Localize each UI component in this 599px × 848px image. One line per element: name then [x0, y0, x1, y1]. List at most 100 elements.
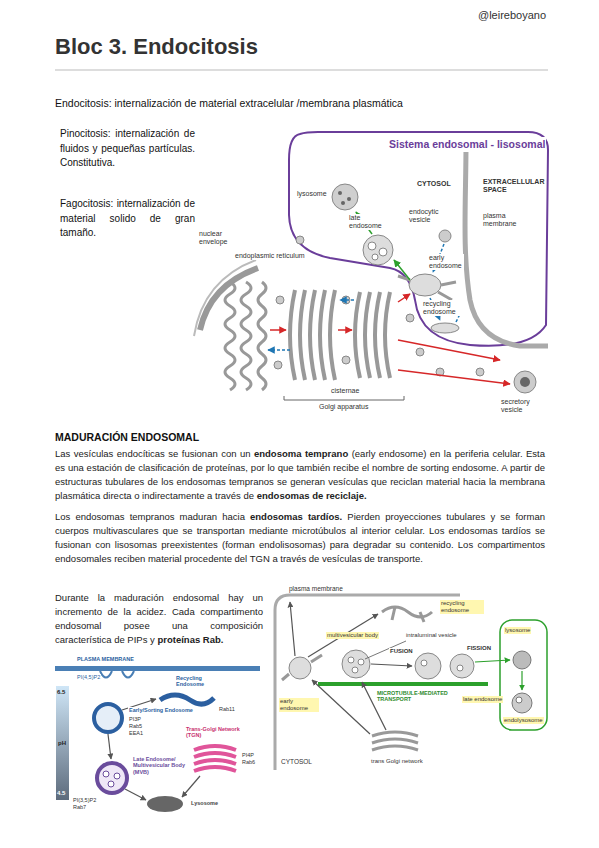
- early-endosome-drawing: [282, 655, 322, 680]
- header-rule: [55, 70, 548, 71]
- mvb-drawing: [114, 773, 120, 779]
- late-endosome-drawing: [457, 665, 463, 671]
- pathway-arrows: [338, 329, 352, 331]
- figure-label: late endosome: [462, 696, 503, 703]
- figure-label: Rab5: [128, 723, 143, 729]
- figure-label: endoplasmic reticulum: [234, 252, 306, 260]
- late-endosome-drawing: [421, 660, 427, 666]
- er-drawing: [241, 282, 251, 390]
- lysosome-drawing: [338, 191, 342, 195]
- body-text: Los endosomas tempranos maduran hacia: [55, 511, 245, 522]
- figure-label: multivesicular body: [326, 632, 379, 639]
- header-rule: [55, 70, 548, 71]
- figure-label: intraluminal vesicle: [405, 632, 458, 639]
- lysosome-region: [500, 620, 547, 730]
- lysosome-drawing: [513, 651, 531, 669]
- traffic-arrows: [371, 664, 412, 666]
- late-endosome-drawing: [368, 242, 376, 250]
- figure-label: PI3P: [128, 716, 142, 722]
- figure-label: pH: [58, 740, 66, 747]
- figure-label: MICROTUBULE-MEDIATED TRANSPORT: [376, 690, 456, 703]
- pathway-arrows: [340, 299, 354, 301]
- lysosome-drawing: [513, 651, 531, 669]
- late-endosome-drawing: [450, 654, 474, 678]
- figure-label: nuclear envelope: [198, 230, 240, 246]
- recycling-endosome-drawing: [431, 323, 459, 333]
- er-drawing: [225, 282, 235, 390]
- secretory-vesicle-drawing: [514, 371, 536, 393]
- golgi-drawing: [290, 290, 295, 380]
- figure-label: FISSION: [466, 645, 492, 652]
- golgi-bracket: [284, 396, 404, 400]
- traffic-arrows: [108, 734, 111, 759]
- recycling-endosome-drawing: [431, 323, 459, 333]
- bold-term: endosoma temprano: [254, 448, 348, 459]
- author-handle: @leireboyano: [478, 8, 546, 23]
- figure-label: PI(4,5)P2: [76, 674, 101, 680]
- figure-label: CYTOSOL: [416, 180, 452, 188]
- figure-label: Rab6: [241, 759, 256, 765]
- bold-term: endosomas de reciclaje.: [257, 490, 367, 501]
- page-title: Bloc 3. Endocitosis: [55, 34, 258, 59]
- tgn-drawing: [194, 746, 236, 750]
- recycling-endosome-drawing: [382, 607, 432, 622]
- vesicles: [276, 296, 284, 304]
- figure-label: PLASMA MEMBRANE: [76, 656, 135, 662]
- endosomal-region-outline: [289, 132, 548, 346]
- endolysosome-drawing: [516, 697, 522, 703]
- lysosome-drawing: [332, 184, 358, 210]
- ph-bar: [56, 686, 69, 800]
- paragraph: Los endosomas tempranos maduran hacia en…: [55, 510, 545, 566]
- late-endosome-drawing: [415, 653, 441, 679]
- lysosome-drawing: [147, 796, 183, 812]
- golgi-drawing: [300, 290, 305, 380]
- early-endosome-drawing: [94, 704, 122, 732]
- lysosome-region: [500, 620, 547, 730]
- late-endosome-drawing: [372, 254, 378, 260]
- tgn-drawing: [372, 746, 418, 750]
- bold-term: endosomas tardíos.: [250, 511, 342, 522]
- golgi-bracket: [284, 396, 404, 400]
- figure-label: secretory vesicle: [500, 398, 542, 414]
- figure-label: endocytic vesicle: [408, 208, 450, 224]
- figure-label: lysosome: [504, 627, 531, 634]
- mvb-drawing: [352, 667, 358, 673]
- ph-bar: [56, 686, 69, 800]
- vesicles: [476, 368, 484, 376]
- lysosome-drawing: [347, 197, 351, 201]
- figure-label: early endosome: [428, 254, 464, 270]
- tgn-drawing: [372, 732, 418, 736]
- mvb-drawing: [97, 763, 127, 793]
- traffic-arrows: [182, 776, 200, 797]
- traffic-arrows: [290, 602, 522, 734]
- mvb-drawing: [342, 650, 370, 678]
- traffic-arrows: [290, 602, 295, 656]
- tgn-drawing: [194, 767, 236, 771]
- secretory-vesicle-drawing: [520, 377, 530, 387]
- late-endosome-drawing: [363, 235, 393, 265]
- pathway-arrows: [270, 329, 286, 331]
- tgn-drawing: [194, 753, 236, 757]
- figure-label: recycling endosome: [440, 600, 484, 614]
- figure-label: EXTRACELLULAR SPACE: [482, 178, 542, 194]
- figure-label: Recycling Endosome: [175, 675, 219, 688]
- early-endosome-drawing: [282, 655, 322, 680]
- mvb-drawing: [103, 771, 109, 777]
- figure-label: Early/Sorting Endosome: [128, 707, 194, 713]
- lysosome-drawing: [332, 184, 358, 210]
- mvb-drawing: [97, 763, 127, 793]
- pathway-arrows: [268, 349, 290, 351]
- er-drawing: [258, 282, 266, 390]
- endolysosome-drawing: [512, 693, 532, 713]
- figure-label: PI(3,5)P2: [72, 797, 97, 803]
- paragraph: Durante la maduración endosomal hay un i…: [55, 591, 263, 647]
- vesicles: [342, 356, 350, 364]
- lysosome-drawing: [147, 796, 183, 812]
- microtubule-drawing: [318, 682, 488, 686]
- mvb-drawing: [358, 659, 364, 665]
- vesicles: [416, 348, 424, 356]
- bold-term: proteínas Rab.: [157, 634, 223, 645]
- figure-label: late endosome: [348, 214, 386, 230]
- figure-label: FUSION: [389, 648, 414, 655]
